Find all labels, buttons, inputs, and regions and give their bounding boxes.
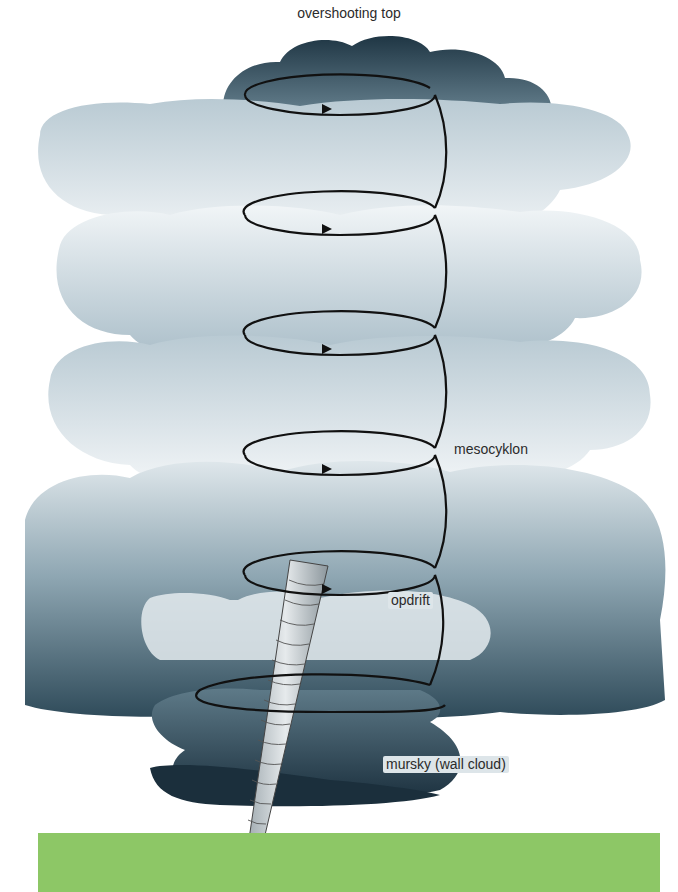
helix-back bbox=[244, 74, 435, 575]
helix-front bbox=[196, 95, 446, 712]
helix-arrowheads bbox=[322, 104, 332, 594]
callout-label: opdrift bbox=[388, 592, 433, 609]
callout-label: overshooting top bbox=[297, 5, 401, 22]
callout-label: mursky (wall cloud) bbox=[383, 756, 509, 773]
ground bbox=[38, 833, 660, 892]
cloud-layers bbox=[25, 36, 665, 806]
callout-label: mesocyklon bbox=[454, 441, 528, 458]
